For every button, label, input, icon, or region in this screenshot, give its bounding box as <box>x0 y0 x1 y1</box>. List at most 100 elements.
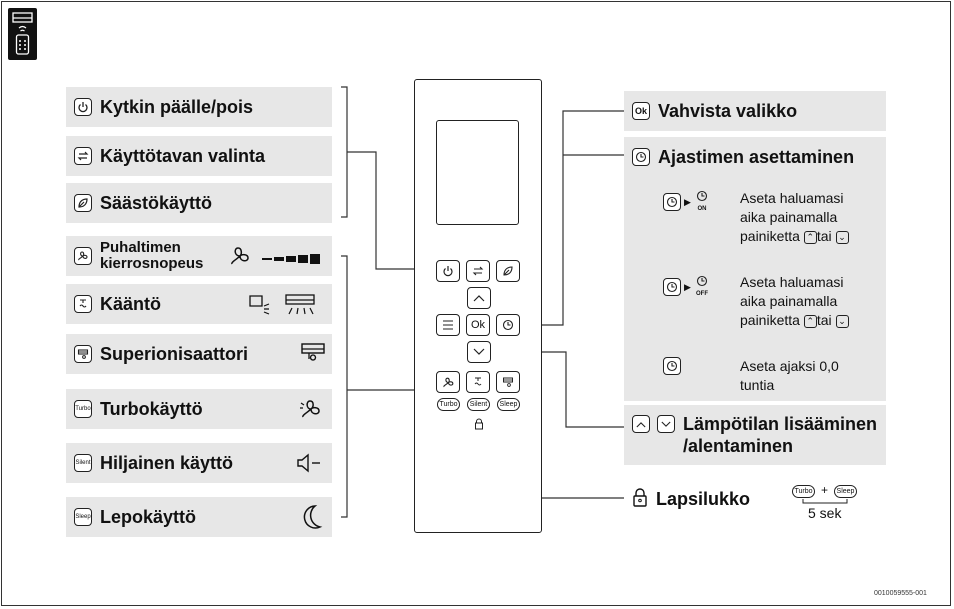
ionizer-label: Superionisaattori <box>100 343 249 364</box>
arrow-right-icon: ▶ <box>684 197 691 207</box>
timer-step1-text: Aseta haluamasi aika painamalla painiket… <box>740 189 880 246</box>
airflow-direction-icon <box>246 292 318 323</box>
eco-label: Säästökäyttö <box>100 192 213 213</box>
ionizer-icon <box>74 345 92 363</box>
remote-sleep-button[interactable]: Sleep <box>497 398 520 411</box>
timer-step1-press: painiketta <box>740 228 800 244</box>
remote-up-button[interactable] <box>467 287 491 309</box>
remote-mode-button[interactable] <box>466 260 490 282</box>
remote-ok-button[interactable]: Ok <box>466 314 490 336</box>
fan-icon <box>74 247 92 265</box>
temp-up-icon <box>632 415 650 433</box>
mode-label: Käyttötavan valinta <box>100 145 266 166</box>
silent-label: Hiljainen käyttö <box>100 452 234 473</box>
lock-label: Lapsilukko <box>656 489 751 509</box>
speaker-icon <box>294 451 324 480</box>
timer-label: Ajastimen asettaminen <box>658 146 855 167</box>
remote-down-button[interactable] <box>467 341 491 363</box>
timer-off-text: OFF <box>696 291 708 297</box>
turbo-row: Turbo Turbokäyttö <box>66 389 332 429</box>
ok-icon: Ok <box>632 102 650 120</box>
ok-label: Vahvista valikko <box>658 100 798 121</box>
power-label: Kytkin päälle/pois <box>100 96 254 117</box>
remote-lock-icon <box>474 417 484 435</box>
timer-on-text: ON <box>697 206 707 212</box>
eco-row: Säästökäyttö <box>66 183 332 223</box>
timer-step2-line3: painiketta ⌃tai ⌄ <box>740 311 880 330</box>
timer-step3-line1: Aseta ajaksi 0,0 <box>740 358 839 374</box>
silent-row: Silent Hiljainen käyttö <box>66 443 332 483</box>
document-id: 0010059555-001 <box>874 590 927 597</box>
mode-icon <box>74 147 92 165</box>
swing-icon <box>74 295 92 313</box>
timer-step3-line2: tuntia <box>740 377 775 393</box>
timer-off-icon: OFF <box>694 274 710 297</box>
timer-step1-line1: Aseta haluamasi <box>740 190 844 206</box>
remote-display <box>436 120 519 225</box>
swing-label: Kääntö <box>100 293 162 314</box>
timer-step3-text: Aseta ajaksi 0,0 tuntia <box>740 357 880 395</box>
timer-step2-line2: aika painamalla <box>740 293 838 309</box>
temp-down-icon <box>657 415 675 433</box>
timer-on-icon: ON <box>694 189 710 212</box>
lock-row: Lapsilukko Turbo + Sleep 5 sek <box>624 477 886 522</box>
sleep-label: Lepokäyttö <box>100 506 197 527</box>
lock-icon <box>632 488 648 513</box>
mode-row: Käyttötavan valinta <box>66 136 332 176</box>
remote-ionizer-button[interactable] <box>496 371 520 393</box>
moon-icon <box>298 503 324 536</box>
timer-step2-press: painiketta <box>740 312 800 328</box>
lock-duration: 5 sek <box>808 505 842 521</box>
ac-remote-badge-icon <box>8 8 37 60</box>
remote-swing-button[interactable] <box>466 371 490 393</box>
sleep-icon: Sleep <box>74 508 92 526</box>
swing-row: Kääntö <box>66 284 332 324</box>
fan-row: Puhaltimen kierrosnopeus <box>66 236 332 276</box>
remote-eco-button[interactable] <box>496 260 520 282</box>
remote-timer-button[interactable] <box>496 314 520 336</box>
remote-silent-button[interactable]: Silent <box>467 398 490 411</box>
remote-power-button[interactable] <box>436 260 460 282</box>
timer-step1-or: tai <box>816 228 832 244</box>
timer-step3-timer-icon <box>663 357 681 375</box>
timer-step2-timer-icon <box>663 278 681 296</box>
down-icon: ⌄ <box>835 230 849 244</box>
remote-fan-button[interactable] <box>436 371 460 393</box>
up-icon: ⌃ <box>803 230 817 244</box>
timer-step1-timer-icon <box>663 193 681 211</box>
remote-turbo-button[interactable]: Turbo <box>437 398 460 411</box>
timer-step2-text: Aseta haluamasi aika painamalla painiket… <box>740 273 880 330</box>
power-icon <box>74 98 92 116</box>
lock-combo-turbo: Turbo <box>792 485 815 498</box>
fan-label: Puhaltimen kierrosnopeus <box>100 239 204 272</box>
ok-row: Ok Vahvista valikko <box>624 91 886 131</box>
lock-combo-plus: + <box>821 483 829 497</box>
lock-combo-sleep: Sleep <box>834 485 857 498</box>
leaf-icon <box>74 194 92 212</box>
sleep-row: Sleep Lepokäyttö <box>66 497 332 537</box>
ionizer-row: Superionisaattori <box>66 334 332 374</box>
temp-label-line2: /alentaminen <box>683 436 794 456</box>
timer-step1-line3: painiketta ⌃tai ⌄ <box>740 227 880 246</box>
turbo-label: Turbokäyttö <box>100 398 203 419</box>
remote-menu-button[interactable] <box>436 314 460 336</box>
ionizer-unit-icon <box>300 341 326 372</box>
timer-row: Ajastimen asettaminen <box>624 137 886 177</box>
temp-row: Lämpötilan lisääminen /alentaminen <box>624 405 886 465</box>
temp-label-line1: Lämpötilan lisääminen <box>683 414 878 434</box>
fan-speed-icon <box>228 244 328 273</box>
arrow-right-icon-2: ▶ <box>684 282 691 292</box>
timer-step1-line2: aika painamalla <box>740 209 838 225</box>
timer-icon <box>632 148 650 166</box>
turbo-icon: Turbo <box>74 400 92 418</box>
temp-label: Lämpötilan lisääminen /alentaminen <box>683 413 877 457</box>
up-icon-2: ⌃ <box>803 314 817 328</box>
power-row: Kytkin päälle/pois <box>66 87 332 127</box>
lock-combo-bracket <box>802 499 848 504</box>
turbo-fan-icon <box>298 397 324 426</box>
timer-step2-line1: Aseta haluamasi <box>740 274 844 290</box>
down-icon-2: ⌄ <box>835 314 849 328</box>
timer-step2-or: tai <box>816 312 832 328</box>
